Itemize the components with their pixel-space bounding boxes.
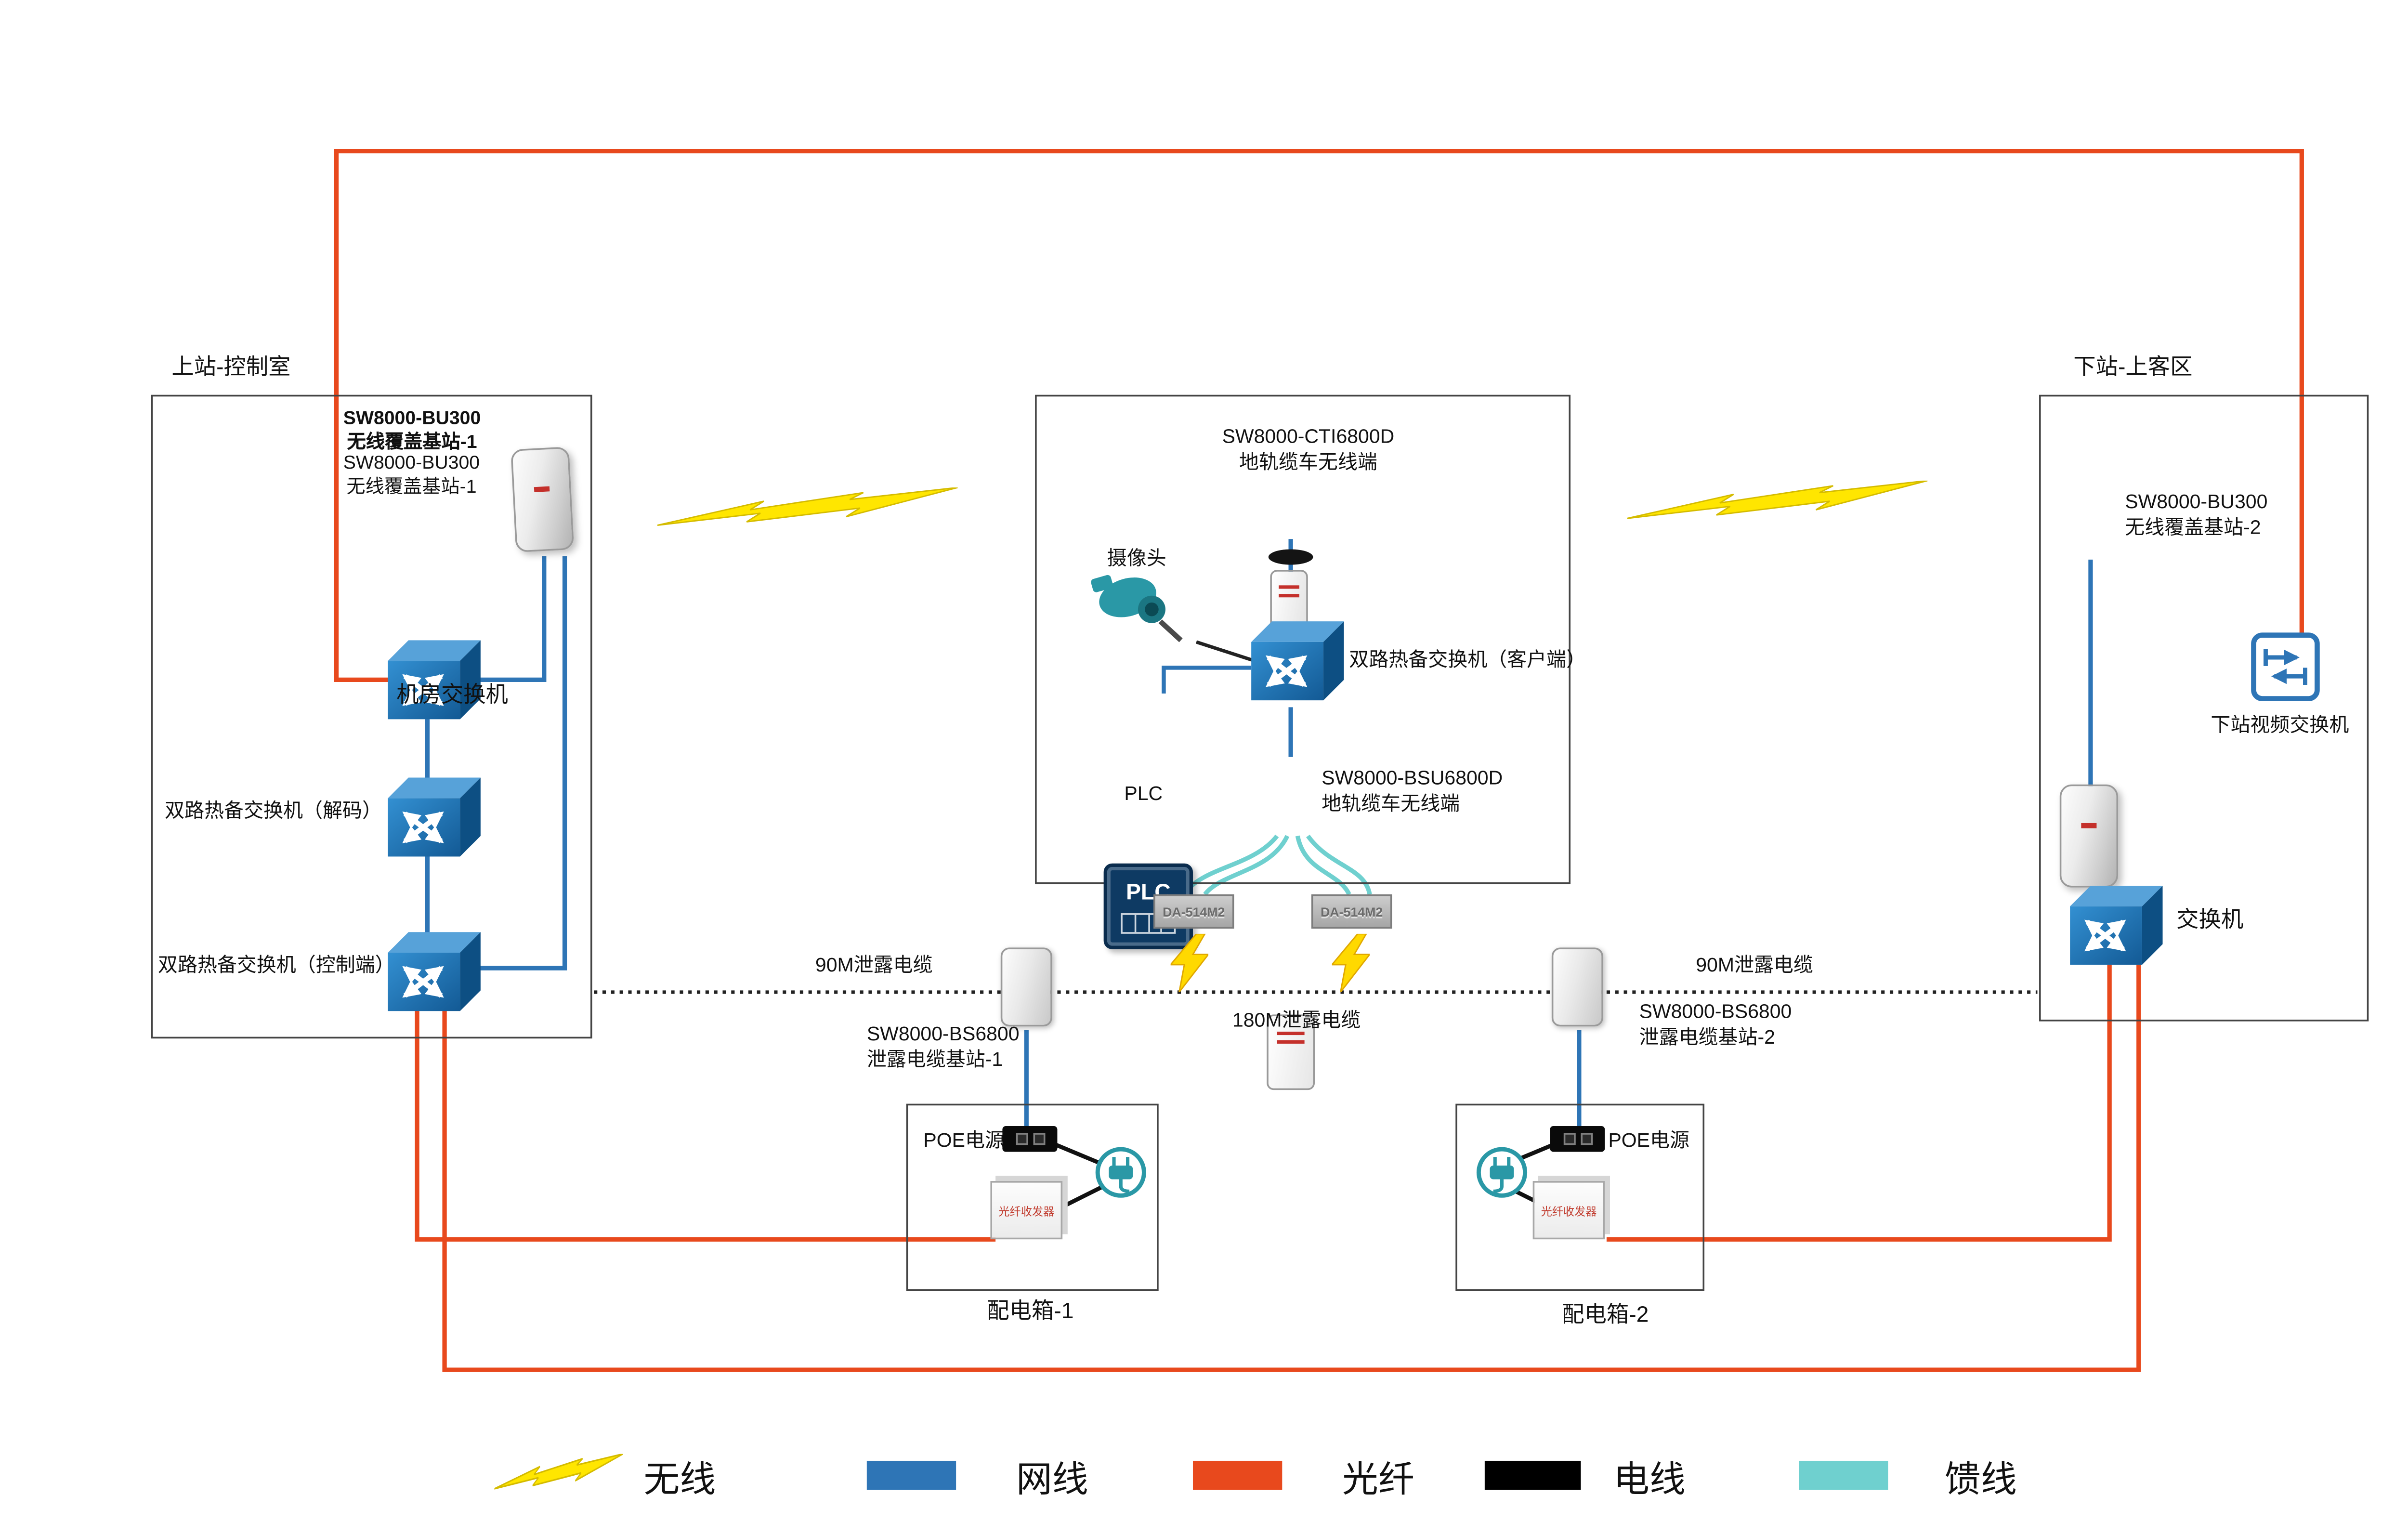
legend-feeder-label: 馈线 (1945, 1460, 2017, 1500)
control-switch-icon (388, 932, 481, 1011)
legend-network-label: 网线 (1016, 1460, 1088, 1500)
upper-station-title: 上站-控制室 (171, 354, 291, 380)
legend-feeder-swatch (1799, 1460, 1888, 1490)
lower-switch-label: 交换机 (2176, 906, 2244, 932)
dist-box1-label: 配电箱-1 (987, 1298, 1074, 1324)
lower-station-box (2039, 394, 2369, 1022)
video-switch-icon (2251, 632, 2320, 701)
legend-fiber-swatch (1192, 1460, 1283, 1490)
fiber-distbox2-to-right-switch (1606, 964, 2112, 1242)
lower-station-title: 下站-上客区 (2073, 354, 2193, 380)
dist-box-2 (1455, 1103, 1705, 1291)
da-coupler-2: DA-514M2 (1311, 894, 1392, 929)
leaky-bs1-panel (1000, 947, 1052, 1027)
legend-fiber-label: 光纤 (1342, 1460, 1414, 1500)
fiber-control-to-right-switch (442, 964, 2141, 1372)
upper-station-box (151, 394, 592, 1039)
wireless-bolt-left (657, 487, 958, 526)
net-antenna1-to-control-switch (467, 556, 567, 970)
bsu-device (1267, 1014, 1315, 1090)
antenna-panel-2 (2059, 784, 2118, 888)
feeder-4 (1306, 834, 1372, 895)
antenna-logo (534, 486, 550, 493)
plc-label: PLC (1124, 784, 1163, 805)
client-switch-icon (1251, 621, 1344, 701)
dist-box2-label: 配电箱-2 (1562, 1301, 1649, 1327)
client-switch-label: 双路热备交换机（客户端） (1349, 650, 1586, 671)
cti-mount-ellipse (1268, 549, 1313, 565)
camera-label: 摄像头 (1107, 549, 1166, 570)
room-switch-icon (388, 640, 481, 720)
wireless-bolt-da1 (1170, 933, 1209, 992)
leak90-left-label: 90M泄露电缆 (815, 956, 933, 977)
legend-electric-swatch (1484, 1460, 1581, 1490)
leak90-right-label: 90M泄露电缆 (1696, 956, 1813, 977)
poe1-label: POE电源 (923, 1131, 1005, 1152)
legend-wireless-icon (494, 1454, 623, 1490)
camera-icon (1091, 575, 1183, 642)
wireless-bolt-da2 (1332, 933, 1370, 992)
legend-network-swatch (866, 1460, 956, 1490)
plug-icon-2 (1476, 1147, 1528, 1198)
feeder-3 (1295, 835, 1351, 895)
fiber-transceiver-2: 光纤收发器 (1532, 1181, 1605, 1240)
video-switch-label: 下站视频交换机 (2211, 716, 2349, 736)
fiber-top-loop (334, 148, 2304, 682)
lower-switch-icon (2070, 886, 2163, 965)
antenna-logo (2081, 823, 2097, 829)
leaky-bs2-panel (1551, 947, 1603, 1027)
control-switch-label: 双路热备交换机（控制端） (157, 956, 395, 977)
antenna-panel-1 (510, 446, 575, 553)
leak180-label: 180M泄露电缆 (1232, 1011, 1361, 1032)
legend-electric-label: 电线 (1613, 1460, 1686, 1500)
poe1-device (1002, 1126, 1058, 1152)
net-antenna1-to-room-switch (467, 556, 547, 682)
poe2-label: POE电源 (1608, 1131, 1690, 1152)
feeder-2 (1203, 835, 1290, 896)
dist-box-1 (906, 1103, 1159, 1291)
net-plc-to-client-switch (1162, 666, 1252, 694)
plug-icon-1 (1095, 1147, 1146, 1198)
wire-camera-to-switch (1196, 640, 1256, 663)
fiber-control-to-distbox1 (415, 1002, 996, 1242)
decode-switch-icon (388, 777, 481, 857)
decode-switch-label: 双路热备交换机（解码） (165, 801, 382, 823)
wireless-bolt-right (1627, 480, 1928, 519)
fiber-transceiver-1: 光纤收发器 (990, 1181, 1063, 1240)
room-switch-label: 机房交换机 (396, 681, 508, 708)
legend-wireless-label: 无线 (643, 1460, 716, 1500)
da-coupler-1: DA-514M2 (1153, 894, 1234, 929)
poe2-device (1550, 1126, 1605, 1152)
cable-car-box (1035, 394, 1571, 884)
